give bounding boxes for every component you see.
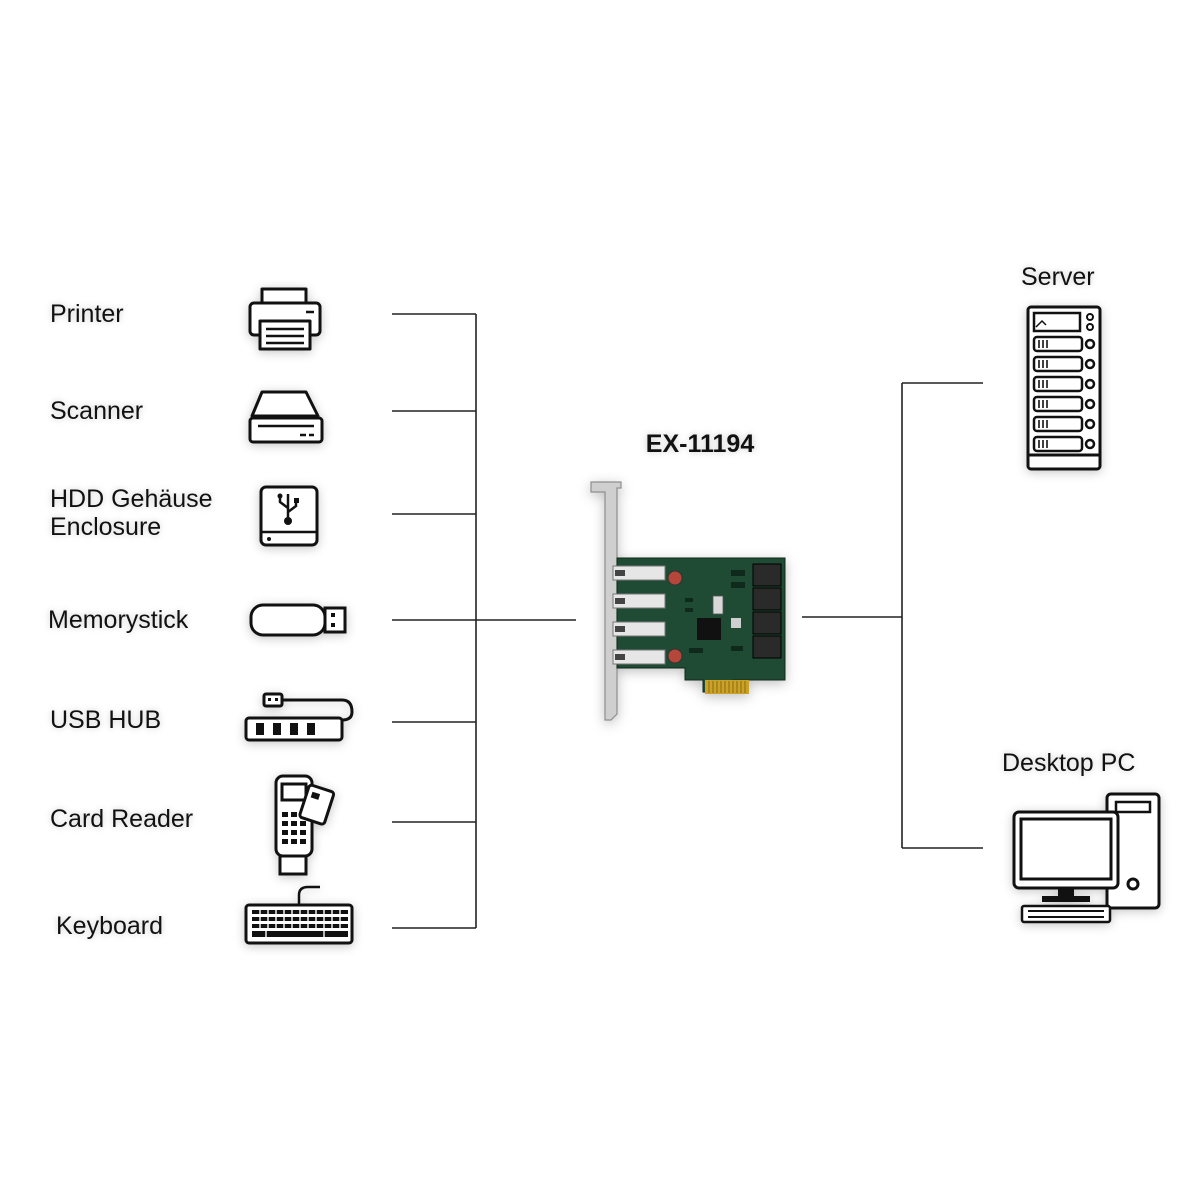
usb-stick-icon	[249, 602, 347, 643]
label-memorystick: Memorystick	[48, 606, 189, 634]
server-bay	[1032, 335, 1084, 353]
label-printer: Printer	[50, 300, 124, 328]
server-bay	[1032, 395, 1084, 413]
keyboard-icon	[244, 883, 356, 952]
usb-hub-icon	[244, 690, 358, 751]
server-bay	[1032, 435, 1084, 453]
label-hdd-line2: Enclosure	[50, 513, 162, 541]
server-bay	[1032, 415, 1084, 433]
label-usb-hub: USB HUB	[50, 706, 162, 734]
hdd-enclosure-icon	[258, 484, 320, 553]
server-bay	[1032, 355, 1084, 373]
card-reader-icon	[272, 772, 336, 883]
label-keyboard: Keyboard	[56, 912, 164, 940]
server-bay	[1032, 375, 1084, 393]
label-scanner: Scanner	[50, 397, 144, 425]
label-hdd-line1: HDD Gehäuse	[50, 485, 213, 513]
scanner-icon	[248, 388, 324, 451]
diagram-title: EX-11194	[645, 430, 755, 458]
desktop-pc-icon	[1012, 790, 1162, 931]
label-card-reader: Card Reader	[50, 805, 194, 833]
label-server: Server	[1021, 263, 1095, 291]
server-icon	[1026, 305, 1102, 476]
pcie-usb-card-image	[585, 478, 795, 728]
label-desktop-pc: Desktop PC	[1002, 749, 1136, 777]
printer-icon	[248, 287, 324, 356]
